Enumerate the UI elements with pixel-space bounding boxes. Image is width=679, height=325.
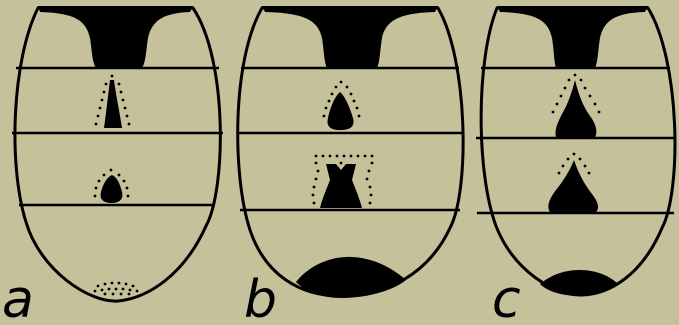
panel-c-top-band xyxy=(497,6,648,68)
panel-c-bottom-cap xyxy=(540,270,618,296)
panel-a-mark-1 xyxy=(104,80,122,128)
panel-c-mark-1 xyxy=(555,80,596,137)
panel-b-mark-2 xyxy=(320,164,362,208)
panel-c xyxy=(476,6,675,296)
panel-b-bottom-cap xyxy=(296,257,406,298)
panel-a-bottom-stipple xyxy=(94,282,139,296)
panel-c-mark-2 xyxy=(548,160,598,212)
panel-label-a: a xyxy=(2,270,34,325)
panel-b-top-band xyxy=(262,6,438,68)
panel-b xyxy=(237,6,463,298)
panel-b-mark-1 xyxy=(328,92,354,130)
panel-label-c: c xyxy=(492,270,521,325)
panel-label-b: b xyxy=(244,270,277,325)
panel-a-mark-2 xyxy=(101,175,123,203)
panel-a xyxy=(12,6,223,301)
panel-a-top-band xyxy=(38,6,193,68)
